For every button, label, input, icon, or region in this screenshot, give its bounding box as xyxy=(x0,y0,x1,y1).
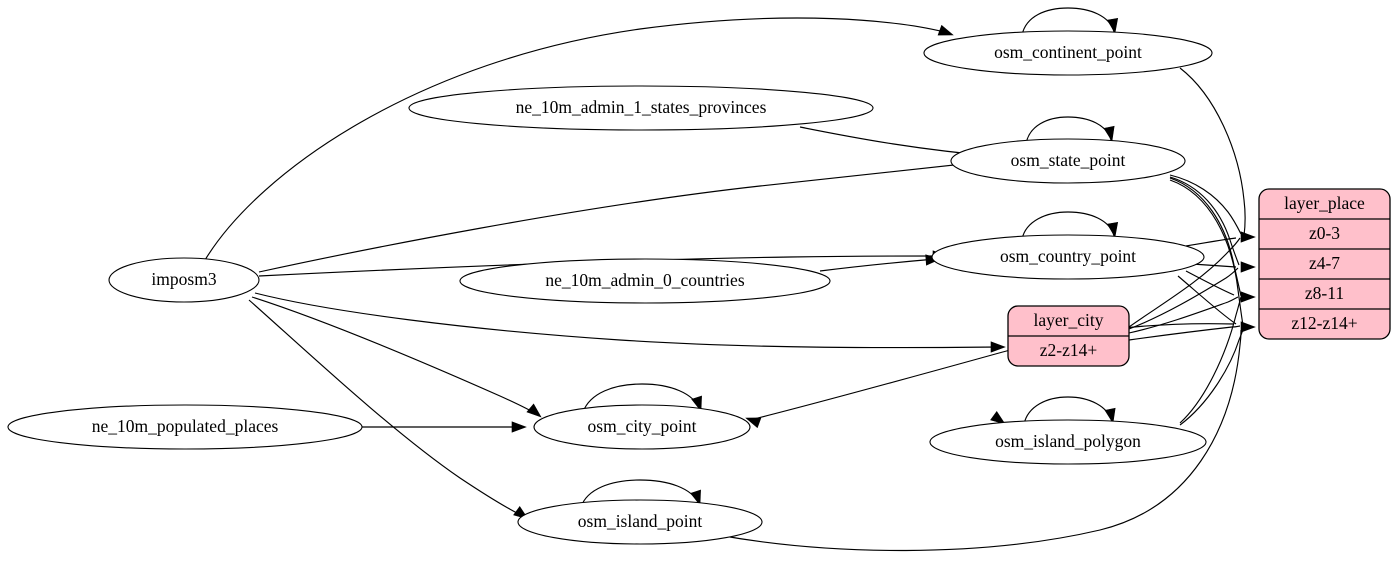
node-shape-imposm3 xyxy=(108,257,260,303)
node-shape-osm_state_point xyxy=(950,138,1186,184)
arrowhead-layer_place_z8_11 xyxy=(1240,291,1256,303)
arrowhead-layer_place_z4_7 xyxy=(1240,261,1256,273)
arrowhead-osm_island_point_self xyxy=(690,489,701,506)
arrowhead-osm_city_point_ne xyxy=(511,421,527,433)
node-label-osm_state_point: osm_state_point xyxy=(1011,150,1126,170)
node-shape-ne_10m_populated_places xyxy=(7,404,363,450)
edge-osm_city_point-to-osm_city_point xyxy=(582,383,701,413)
table-node-layer_city[interactable]: layer_city z2-z14+ xyxy=(1007,305,1130,367)
node-osm_island_point[interactable]: osm_island_point xyxy=(517,499,763,545)
table-row-layer_place-1[interactable]: z4-7 xyxy=(1309,253,1340,273)
node-shape-osm_island_polygon xyxy=(929,419,1207,465)
table-row-layer_place-2[interactable]: z8-11 xyxy=(1305,283,1344,303)
arrowhead-osm_state_point_self xyxy=(1103,125,1115,142)
edge-imposm3-to-layer_city xyxy=(254,292,1000,349)
node-shape-osm_city_point xyxy=(533,404,751,450)
edge-osm_city_point-to-layer_place_z12 xyxy=(749,323,1235,421)
edge-layer_city-to-layer_place_z0_3 xyxy=(1128,237,1241,328)
node-ne_10m_admin_0_countries[interactable]: ne_10m_admin_0_countries xyxy=(459,258,831,304)
edge-osm_island_polygon-to-layer_place_z12 xyxy=(1179,327,1244,426)
node-label-ne_10m_admin_0_countries: ne_10m_admin_0_countries xyxy=(545,270,744,290)
node-shape-ne_10m_admin_0_countries xyxy=(459,258,831,304)
node-shape-ne_10m_admin_1_states_provinces xyxy=(408,85,874,131)
node-osm_continent_point[interactable]: osm_continent_point xyxy=(923,30,1213,76)
arrowhead-layer_place_z12 xyxy=(1240,321,1256,333)
edge-osm_country_point-to-layer_place_z8_11 xyxy=(1185,270,1235,296)
edge-osm_state_point-to-layer_place_z0_3 xyxy=(1169,174,1242,235)
node-label-osm_city_point: osm_city_point xyxy=(588,416,697,436)
node-shape-osm_continent_point xyxy=(923,30,1213,76)
edge-osm_country_point-to-osm_country_point xyxy=(1021,211,1115,240)
edge-osm_country_point-to-layer_place_z12 xyxy=(1177,275,1237,325)
edge-layer_city-to-layer_place_z12 xyxy=(1128,325,1241,341)
node-label-osm_island_polygon: osm_island_polygon xyxy=(995,431,1141,451)
arrowhead-layer_city_z2 xyxy=(990,341,1006,353)
table-row-layer_place-0[interactable]: z0-3 xyxy=(1309,223,1340,243)
node-osm_state_point[interactable]: osm_state_point xyxy=(950,138,1186,184)
edge-imposm3-to-osm_island_point xyxy=(248,299,526,518)
nodes-layer: imposm3 ne_10m_populated_places ne_10m_adm… xyxy=(7,30,1213,545)
arrowhead-osm_city_point xyxy=(526,403,542,418)
edge-imposm3-to-osm_continent_point xyxy=(204,17,949,261)
edge-osm_island_polygon-to-osm_island_polygon xyxy=(1023,396,1113,425)
table-node-layer_place[interactable]: layer_place z0-3 z4-7 z8-11 z12-z14+ xyxy=(1258,188,1391,340)
table-row-layer_place-3[interactable]: z12-z14+ xyxy=(1291,313,1357,333)
arrowhead-osm_city_point_layercity xyxy=(745,417,762,429)
edge-imposm3-to-osm_state_point xyxy=(258,159,1001,273)
edge-ne_10m_admin_0_countries-to-osm_country_point xyxy=(819,258,937,272)
arrowhead-layer_place_z0_3 xyxy=(1240,231,1256,243)
node-shape-osm_island_point xyxy=(517,499,763,545)
node-label-imposm3: imposm3 xyxy=(151,269,216,289)
edge-osm_country_point-to-layer_place_z0_3 xyxy=(1185,237,1237,247)
arrowhead-osm_continent_point_self xyxy=(1106,17,1119,34)
arrowhead-osm_continent_point xyxy=(937,24,954,36)
edge-imposm3-to-osm_city_point xyxy=(251,296,539,416)
table-box-layer_place xyxy=(1258,188,1391,340)
node-imposm3[interactable]: imposm3 xyxy=(108,257,260,303)
edge-osm_continent_point-to-osm_continent_point xyxy=(1021,7,1115,36)
edge-osm_island_point-to-osm_island_point xyxy=(580,479,700,508)
node-ne_10m_populated_places[interactable]: ne_10m_populated_places xyxy=(7,404,363,450)
node-label-osm_island_point: osm_island_point xyxy=(578,511,703,531)
arrowhead-osm_island_polygon_self xyxy=(1104,407,1116,424)
edge-osm_continent_point-to-layer_place_z0_3 xyxy=(1179,67,1246,237)
node-label-ne_10m_admin_1_states_provinces: ne_10m_admin_1_states_provinces xyxy=(516,97,767,117)
table-row-layer_city-0[interactable]: z2-z14+ xyxy=(1040,340,1098,360)
edge-osm_island_point-to-layer_place_z12 xyxy=(717,329,1242,552)
arrowhead-osm_island_polygon xyxy=(990,411,1006,425)
node-label-ne_10m_populated_places: ne_10m_populated_places xyxy=(92,416,279,436)
tables-layer: layer_place z0-3 z4-7 z8-11 z12-z14+ layer_ci… xyxy=(1007,188,1391,367)
node-osm_island_polygon[interactable]: osm_island_polygon xyxy=(929,419,1207,465)
node-osm_country_point[interactable]: osm_country_point xyxy=(931,234,1205,280)
edge-layer_city-to-layer_place_z4_7 xyxy=(1128,267,1239,330)
edge-osm_state_point-to-layer_place_z4_7 xyxy=(1169,176,1240,266)
arrowhead-osm_city_point_self xyxy=(691,395,702,412)
node-osm_city_point[interactable]: osm_city_point xyxy=(533,404,751,450)
table-header-layer_place: layer_place xyxy=(1284,193,1365,213)
node-shape-osm_country_point xyxy=(931,234,1205,280)
arrowhead-osm_country_point_self xyxy=(1106,221,1119,238)
edge-layer_city-to-layer_place_z8_11 xyxy=(1128,296,1239,334)
edge-osm_island_polygon-to-layer_place_z8_11 xyxy=(1179,296,1242,424)
node-label-osm_continent_point: osm_continent_point xyxy=(994,42,1142,62)
table-header-layer_city: layer_city xyxy=(1034,310,1104,330)
edge-osm_state_point-to-layer_place_z12 xyxy=(1169,179,1244,326)
node-label-osm_country_point: osm_country_point xyxy=(1000,246,1136,266)
node-ne_10m_admin_1_states_provinces[interactable]: ne_10m_admin_1_states_provinces xyxy=(408,85,874,131)
